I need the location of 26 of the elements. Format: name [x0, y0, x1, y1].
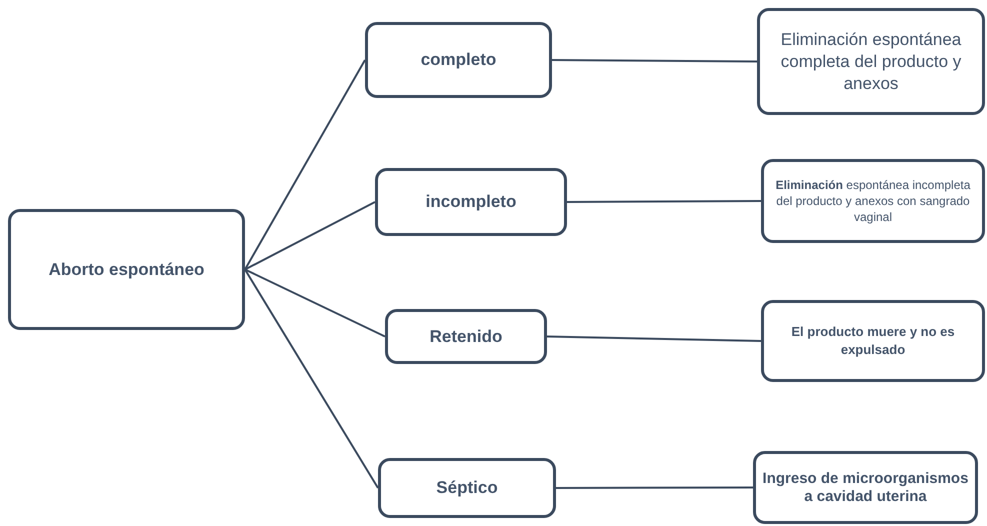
box-text: completo [420, 49, 496, 72]
box-text: Retenido [430, 326, 502, 348]
connector-line [552, 59, 757, 62]
rounded-box [378, 458, 556, 518]
connector-line [546, 336, 762, 342]
connector-line [244, 201, 376, 270]
connector-line [556, 486, 753, 489]
box-text: incompleto [426, 191, 516, 214]
rounded-box [761, 159, 985, 243]
rounded-box [365, 22, 552, 98]
box-text: Séptico [436, 477, 498, 500]
rounded-box [761, 300, 985, 382]
box-text: Eliminación espontánea completa del producto y anexos [780, 28, 962, 94]
box-text: El producto muere y no es expulsado [790, 323, 956, 359]
rounded-box [757, 8, 985, 115]
connector-line [567, 200, 761, 203]
connector-line [244, 268, 379, 489]
rounded-box [375, 168, 567, 236]
connector-line [244, 268, 386, 338]
box-text: Ingreso de microorganismos a cavidad uterina [762, 470, 970, 506]
box-text: Eliminación espontánea incompleta del producto y anexos con sangrado vaginal [774, 177, 972, 225]
connector-line [244, 60, 366, 270]
rounded-box [8, 209, 245, 330]
rounded-box [753, 451, 978, 524]
box-text: Aborto espontáneo [48, 258, 204, 281]
rounded-box [385, 309, 547, 364]
